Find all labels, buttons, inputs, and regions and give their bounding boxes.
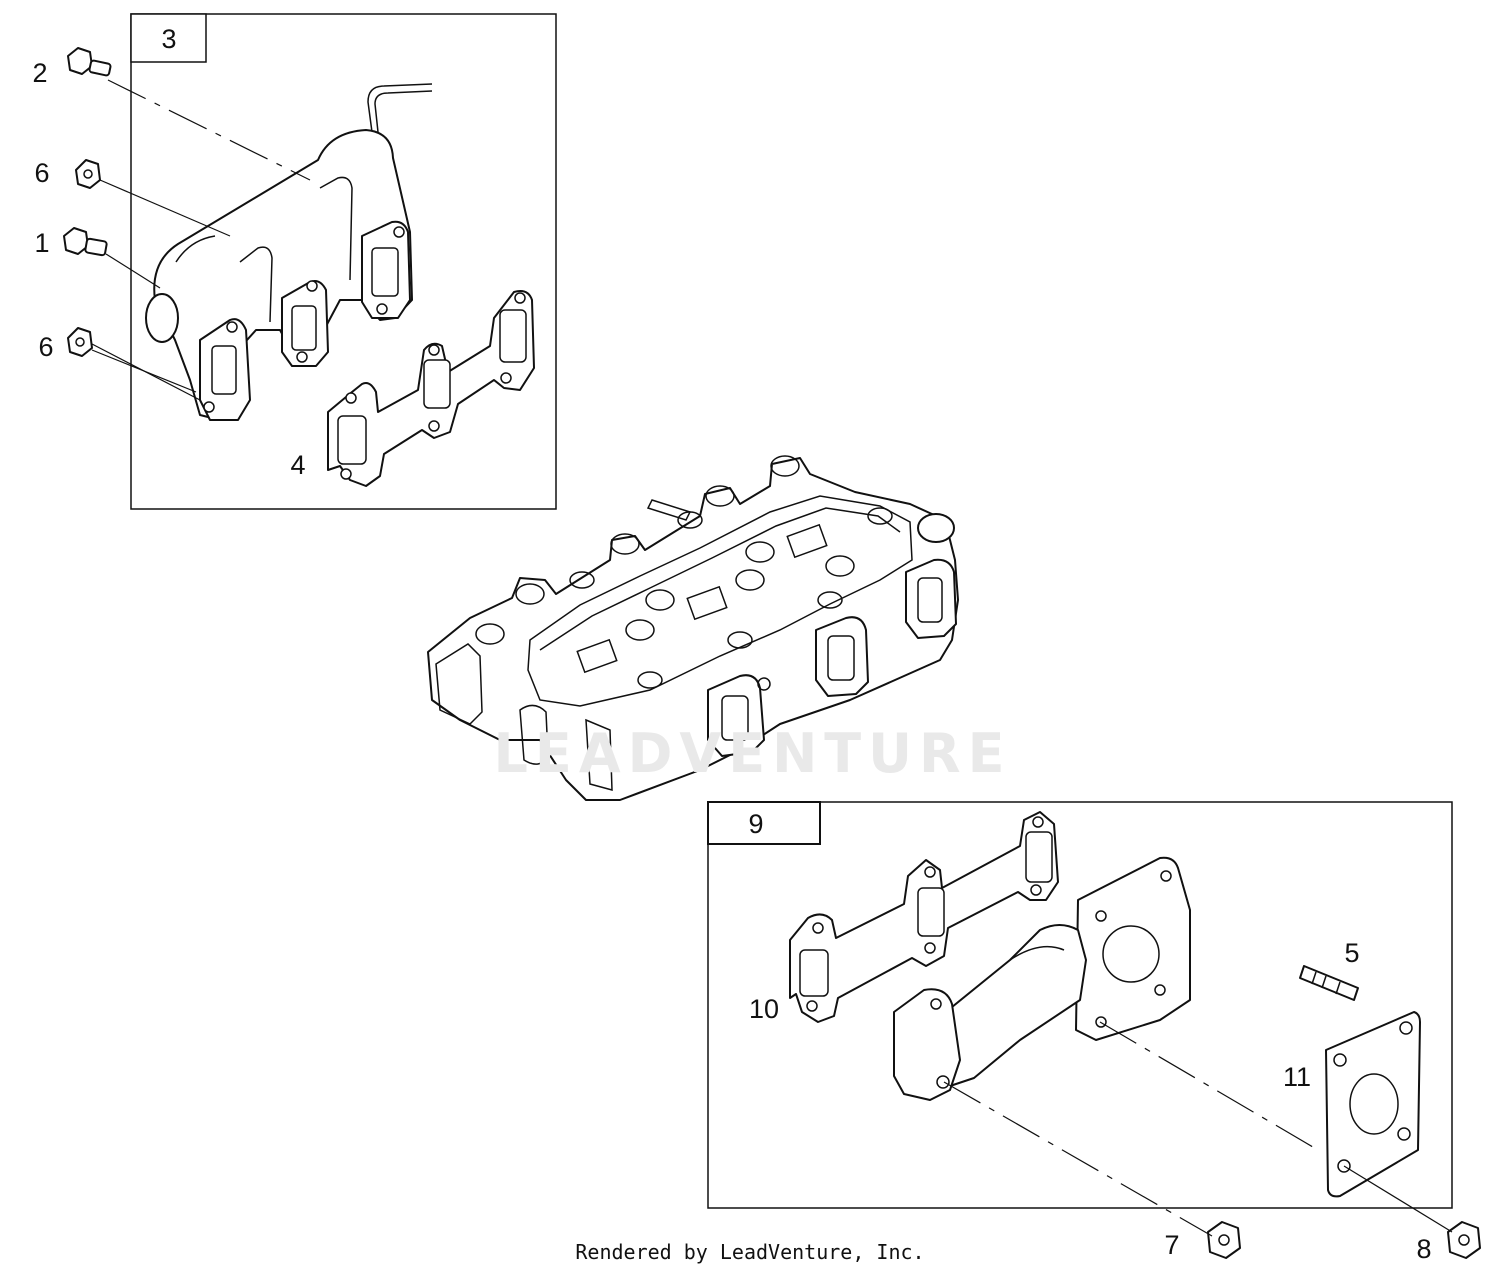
callout-8: 8 [1416,1234,1431,1264]
group-3-frame: 3 [130,13,557,510]
footer-credit: Rendered by LeadVenture, Inc. [575,1240,925,1264]
flange-gasket-part-11[interactable] [1325,1011,1421,1198]
stud-part-5[interactable] [1299,965,1359,1001]
nut-part-8[interactable] [1447,1221,1481,1259]
group-9-frame: 9 [707,801,1453,1209]
callout-7: 7 [1164,1230,1179,1260]
callout-11: 11 [1283,1062,1311,1092]
callout-4: 4 [290,450,305,480]
bolt-part-1[interactable] [63,227,108,257]
bolt-part-2[interactable] [67,47,112,77]
manifold-gasket-part-4[interactable] [327,290,535,487]
watermark-logo: LEADVENTURE [493,722,1012,785]
cylinder-head [427,455,959,801]
callout-5: 5 [1344,938,1359,968]
nut-part-7[interactable] [1207,1221,1241,1259]
callout-6-upper: 6 [34,158,49,188]
callout-10: 10 [749,994,779,1024]
exhaust-gasket-part-10[interactable] [789,811,1059,1023]
manifold-part[interactable] [145,83,433,421]
callout-2: 2 [32,58,47,88]
callout-1: 1 [34,228,49,258]
group-9-number: 9 [748,809,763,839]
exhaust-elbow-part[interactable] [893,856,1191,1101]
callout-6-lower: 6 [38,332,53,362]
group-3-number: 3 [161,24,176,54]
nut-part-6-upper[interactable] [75,159,101,189]
nut-part-6-lower[interactable] [67,327,93,357]
